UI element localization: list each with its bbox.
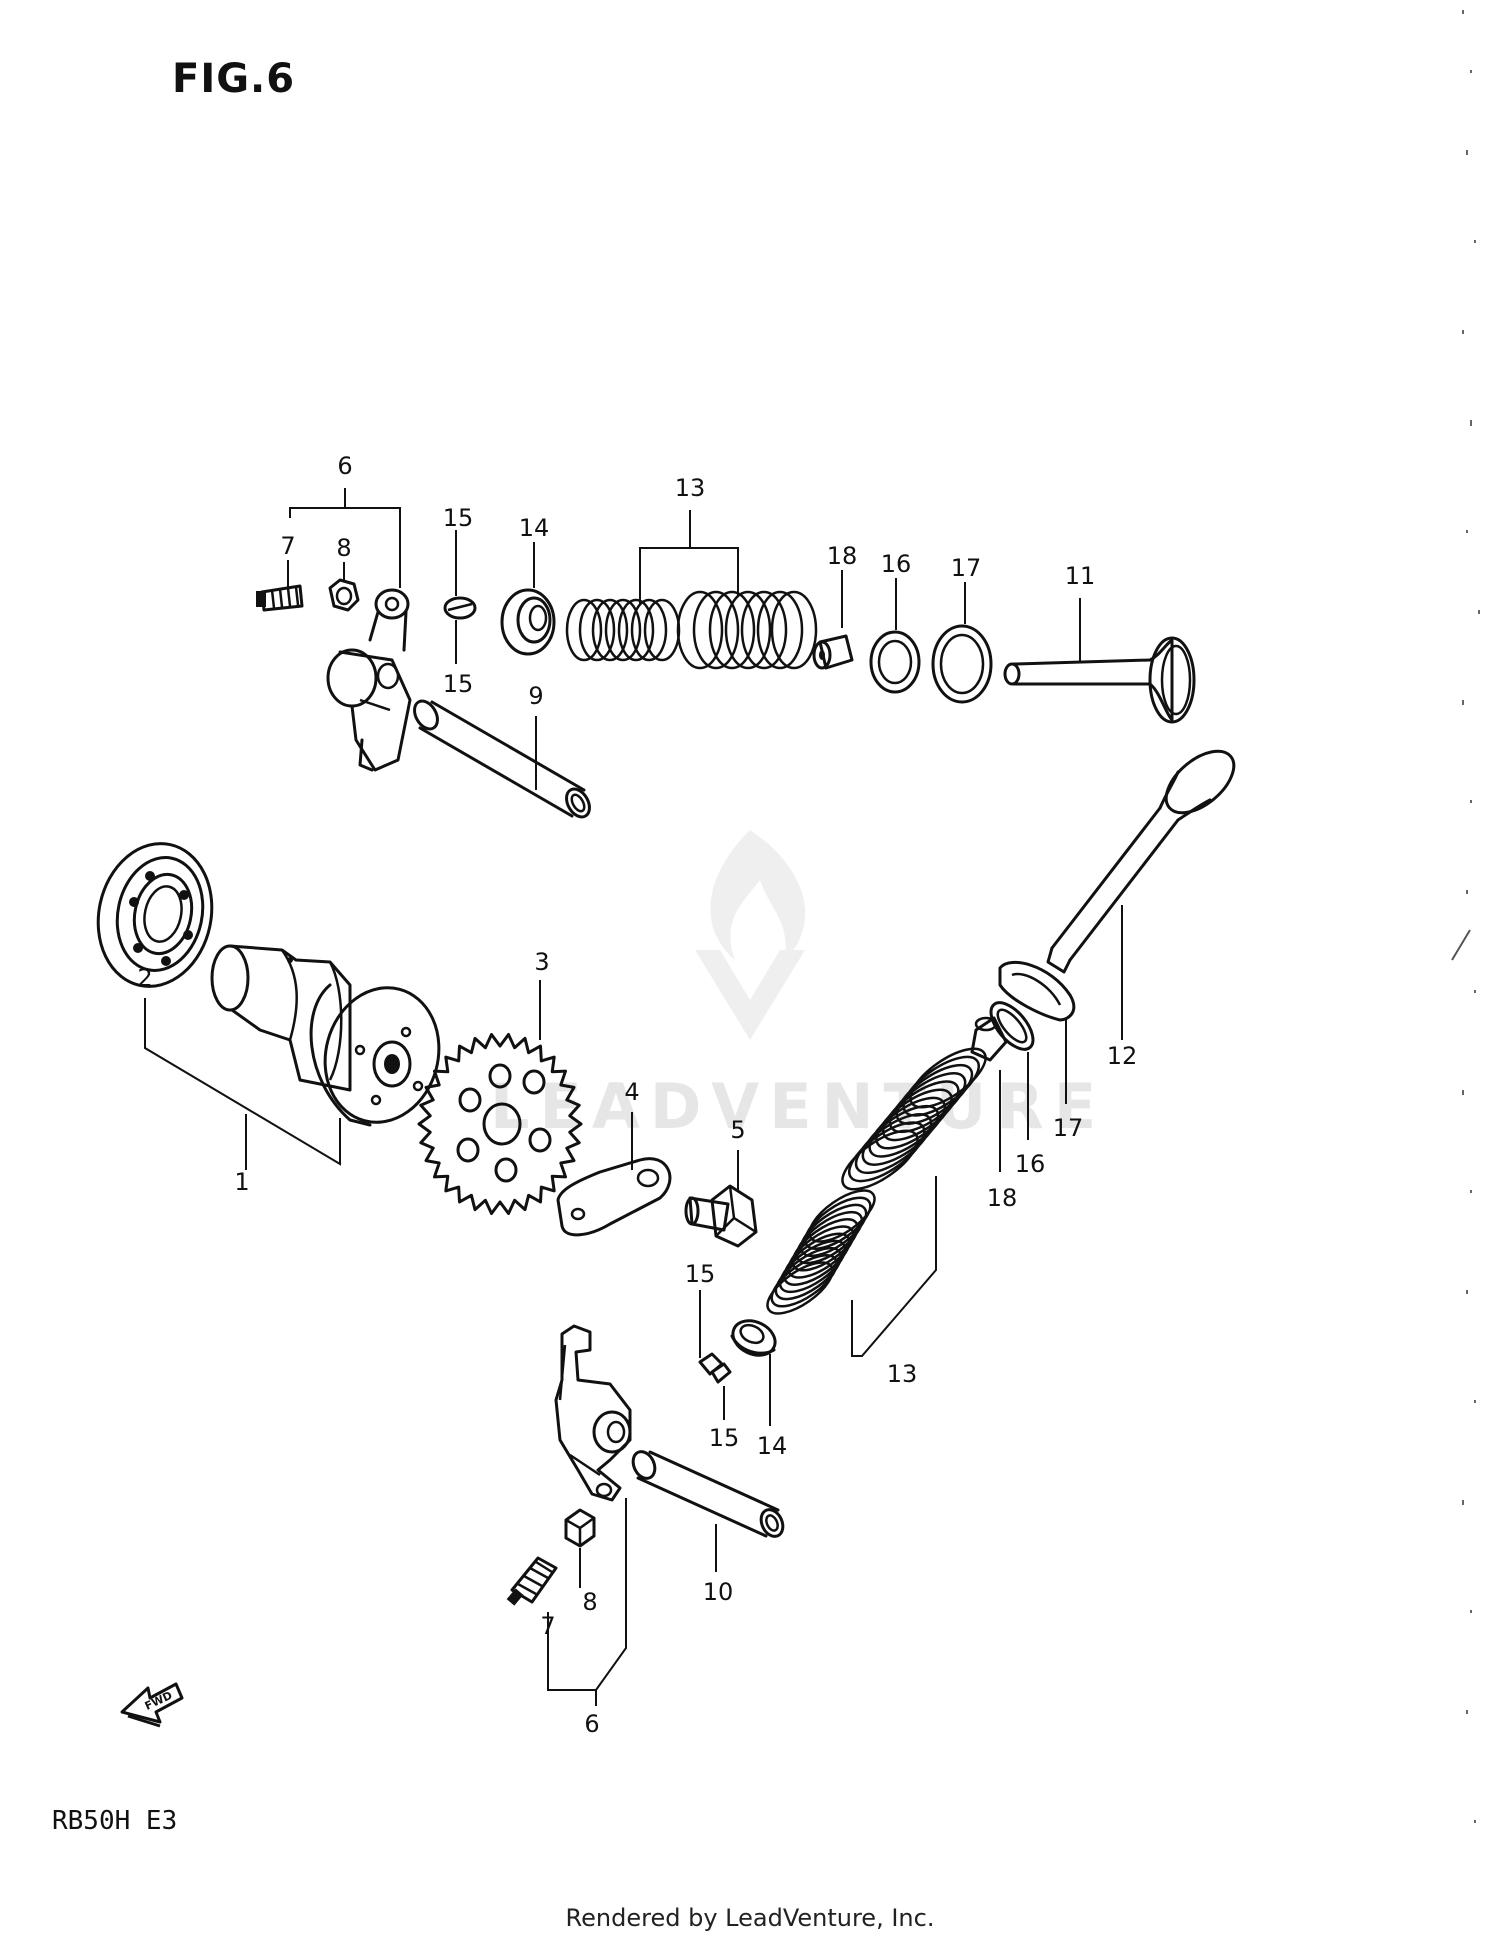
- stem-seal-upper-icon: [812, 634, 854, 670]
- callout-15-upper-b: 15: [443, 670, 474, 698]
- callout-3: 3: [534, 948, 549, 976]
- callout-16-lower: 16: [1015, 1150, 1046, 1178]
- callout-14-upper: 14: [519, 514, 550, 542]
- cam-bearing-icon: [96, 842, 214, 988]
- callout-6-upper: 6: [337, 452, 352, 480]
- spring-coil: [909, 1047, 987, 1109]
- seat-lower-icon: [998, 960, 1076, 1022]
- callout-15-lower-b: 15: [709, 1424, 740, 1452]
- spring-coil: [895, 1063, 974, 1125]
- callout-16-upper: 16: [881, 550, 912, 578]
- callout-numbers: 6 7 8 15 15 14 13 18 16 17 11 9 2 3 4 5 …: [137, 452, 1137, 1738]
- callout-18-upper: 18: [827, 542, 858, 570]
- spring-coil: [791, 1218, 859, 1272]
- callout-13-lower: 13: [887, 1360, 918, 1388]
- callout-7-upper: 7: [280, 532, 295, 560]
- callout-9: 9: [528, 682, 543, 710]
- callout-6-lower: 6: [584, 1710, 599, 1738]
- spring-coil: [808, 1189, 876, 1243]
- model-code: RB50H E3: [52, 1806, 178, 1836]
- sprocket-bolt-icon: [684, 1184, 758, 1248]
- fwd-arrow-icon: FWD: [120, 1682, 184, 1728]
- callout-17-upper: 17: [951, 554, 982, 582]
- watermark-text: LEADVENTURE: [490, 1070, 1107, 1143]
- rocker-shaft-lower-icon: [631, 1450, 785, 1538]
- seat-upper-icon: [931, 624, 993, 704]
- callout-15-lower-a: 15: [685, 1260, 716, 1288]
- figure-title: FIG.6: [172, 56, 296, 102]
- spring-coil: [799, 1203, 868, 1258]
- callout-17-lower: 17: [1053, 1114, 1084, 1142]
- spring-coil: [902, 1055, 980, 1117]
- cotter-lower-icon: [698, 1352, 732, 1384]
- washer-upper-icon: [869, 630, 921, 694]
- callout-5: 5: [730, 1116, 745, 1144]
- callout-13-upper: 13: [675, 474, 706, 502]
- spring-coil: [795, 1210, 864, 1265]
- watermark-logo-icon: [695, 830, 806, 1040]
- retainer-upper-icon: [500, 588, 556, 656]
- callout-11: 11: [1065, 562, 1096, 590]
- washer-lower-icon: [989, 1001, 1035, 1051]
- valve-springs-lower-icon: [766, 1047, 987, 1315]
- rocker-arm-lower-icon: [554, 1324, 632, 1502]
- spring-coil: [804, 1196, 872, 1250]
- adjust-screw-lower-icon: [506, 1556, 558, 1606]
- scan-noise: [1451, 10, 1480, 1823]
- valve-springs-upper-icon: [565, 590, 818, 670]
- cotter-upper-icon: [443, 596, 477, 620]
- callout-12: 12: [1107, 1042, 1138, 1070]
- render-credit: Rendered by LeadVenture, Inc.: [565, 1904, 935, 1932]
- callout-18-lower: 18: [987, 1184, 1018, 1212]
- lock-nut-lower-icon: [564, 1508, 596, 1548]
- callout-15-upper-a: 15: [443, 504, 474, 532]
- sprocket-plate-icon: [556, 1157, 672, 1237]
- rocker-shaft-upper-icon: [413, 699, 591, 819]
- camshaft-icon: [210, 944, 441, 1127]
- callout-7-lower: 7: [540, 1612, 555, 1640]
- leader-lines: [144, 488, 1123, 1706]
- intake-valve-icon: [1003, 636, 1196, 724]
- callout-1: 1: [234, 1168, 249, 1196]
- lock-nut-upper-icon: [328, 578, 360, 612]
- callout-8-upper: 8: [336, 534, 351, 562]
- cam-sprocket-icon: [417, 1033, 583, 1215]
- callout-10: 10: [703, 1578, 734, 1606]
- adjust-screw-upper-icon: [256, 584, 304, 612]
- callout-2: 2: [137, 964, 152, 992]
- exhaust-valve-icon: [1046, 749, 1236, 974]
- callout-8-lower: 8: [582, 1588, 597, 1616]
- retainer-lower-icon: [730, 1319, 777, 1357]
- callout-14-lower: 14: [757, 1432, 788, 1460]
- rocker-arm-upper-icon: [326, 588, 412, 772]
- callout-4: 4: [624, 1078, 639, 1106]
- spring-coil: [888, 1072, 967, 1134]
